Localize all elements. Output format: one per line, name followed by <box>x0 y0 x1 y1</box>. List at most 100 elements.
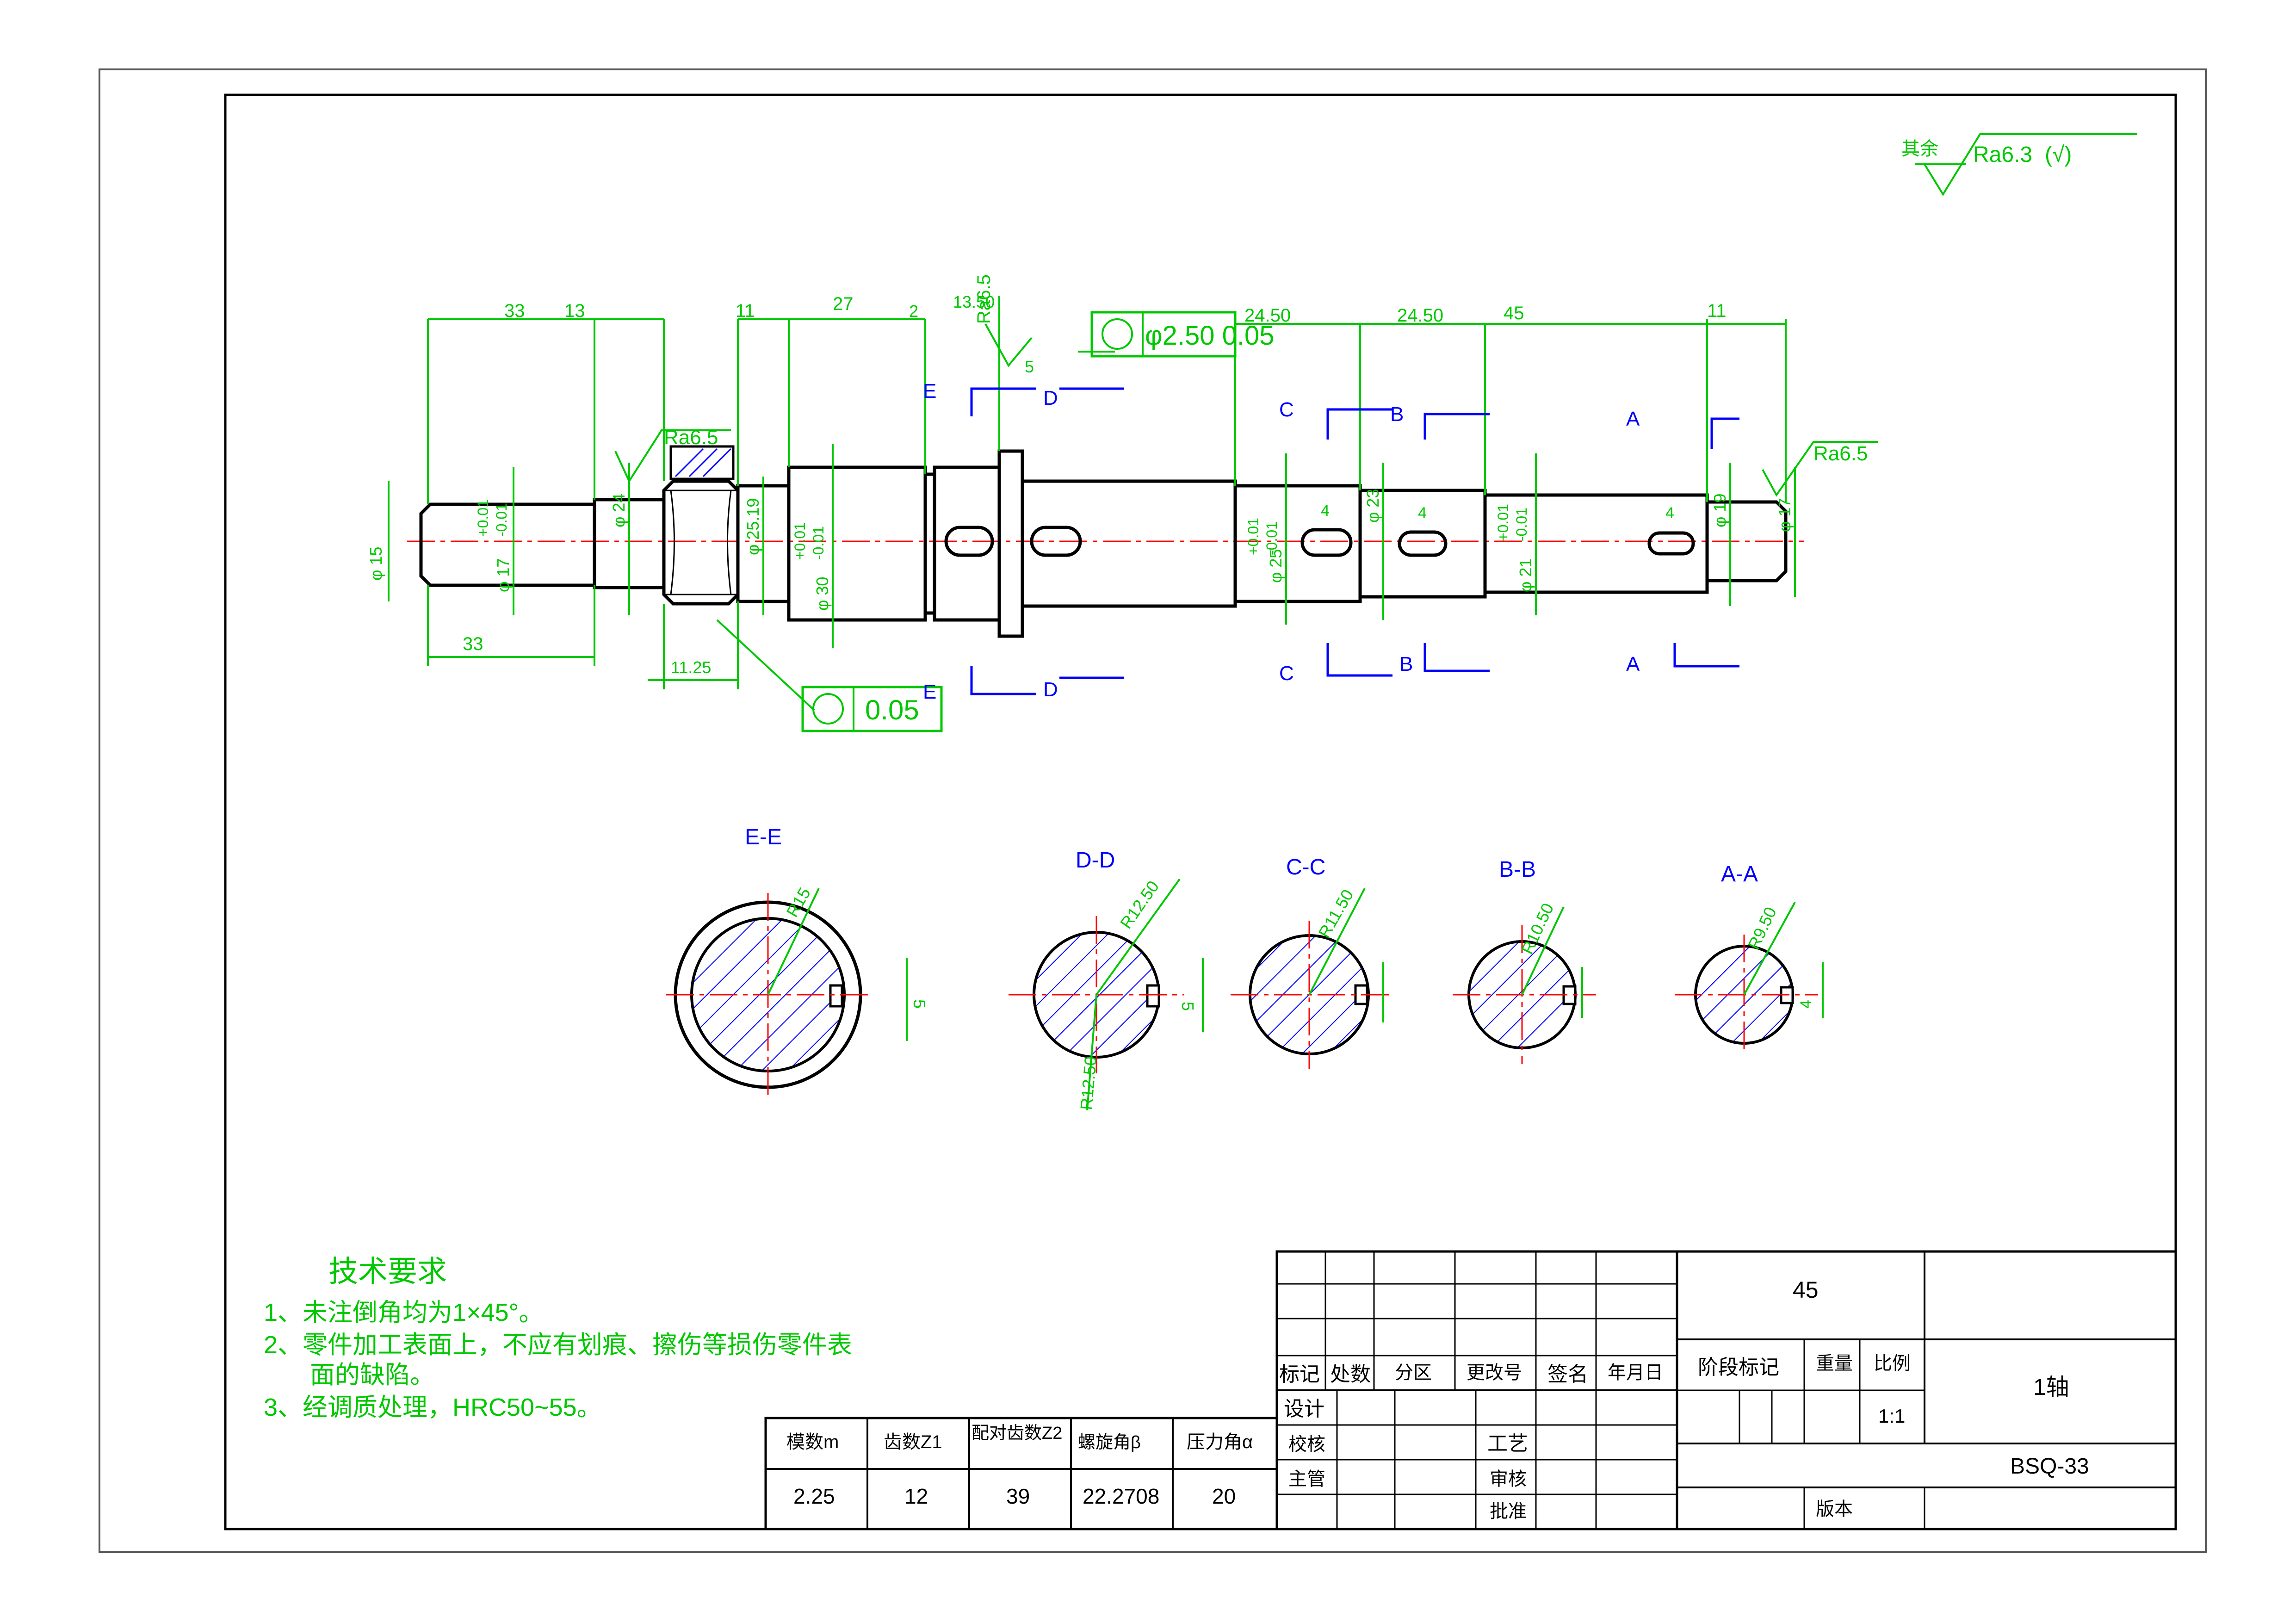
dia-8: φ 19 <box>1710 494 1729 527</box>
mark-b-top: B <box>1390 403 1404 426</box>
tol-minus-4: -0.01 <box>1513 508 1530 541</box>
tb-date: 年月日 <box>1608 1363 1663 1383</box>
tb-weight: 重量 <box>1816 1353 1853 1374</box>
section-c-c: C-C R11.50 <box>1231 855 1392 1069</box>
roughness-suffix: (√) <box>2045 142 2072 167</box>
section-d-d: D-D R12.50 R12.50 5 <box>1009 848 1204 1111</box>
mark-e-top: E <box>923 380 936 403</box>
dimension-lines <box>388 296 1878 711</box>
keyway-e <box>944 526 994 557</box>
title-block: 标记 处数 分区 更改号 签名 年月日 设计 校核 主管 工艺 审核 批准 45… <box>1275 1250 2177 1530</box>
shaft-end-right <box>1705 500 1788 582</box>
dim-top-6: 24.50 <box>1244 305 1291 326</box>
tb-drawing-no: BSQ-33 <box>2010 1454 2089 1479</box>
tech-requirements: 技术要求 1、未注倒角均为1×45°。 2、零件加工表面上，不应有划痕、擦伤等损… <box>264 1255 852 1421</box>
dim-top-3: 27 <box>833 294 854 314</box>
section-title-d: D-D <box>1076 848 1115 873</box>
tb-chief: 主管 <box>1288 1469 1325 1489</box>
dim-top-7: 24.50 <box>1397 305 1443 326</box>
tb-check: 校核 <box>1288 1434 1325 1455</box>
tech-item-3: 3、经调质处理，HRC50~55。 <box>264 1394 602 1421</box>
dia-6: φ 23 <box>1363 489 1382 523</box>
dim-top-1: 13 <box>564 301 585 321</box>
geo-tolerance-top: φ2.50 0.05 <box>1090 311 1275 358</box>
dim-small-5: 5 <box>1025 357 1034 376</box>
tech-item-2: 2、零件加工表面上，不应有划痕、擦伤等损伤零件表 <box>264 1331 852 1359</box>
mark-a-bottom: A <box>1626 653 1640 675</box>
shaft-step-a <box>933 465 1001 622</box>
section-title-c: C-C <box>1286 855 1325 880</box>
tb-change-no: 更改号 <box>1467 1363 1522 1383</box>
gear-header-pressure: 压力角α <box>1187 1432 1253 1452</box>
section-key-e: 5 <box>910 999 929 1009</box>
ra-right: Ra6.5 <box>1813 442 1868 465</box>
section-a-a: A-A R9.50 4 <box>1675 862 1824 1055</box>
tol-minus-1: -0.01 <box>493 503 510 537</box>
section-title-e: E-E <box>745 825 782 849</box>
geo-bottom-value: 0.05 <box>865 694 919 725</box>
general-roughness-mark: 其余 Ra6.3 (√) <box>1901 133 2137 196</box>
tb-material: 45 <box>1793 1277 1819 1303</box>
tb-stage-mark: 阶段标记 <box>1698 1356 1779 1379</box>
dim-top-5: 13.50 <box>953 292 995 311</box>
keyway-a <box>1647 531 1695 556</box>
section-cut-markers: E E D D C C B B A A <box>923 380 1739 703</box>
tech-item-2b: 面的缺陷。 <box>310 1361 435 1389</box>
gear-header-mate: 配对齿数Z2 <box>972 1424 1062 1443</box>
geo-top-value: φ2.50 0.05 <box>1145 321 1275 351</box>
dia-4: φ 30 <box>813 577 832 611</box>
dia-3: φ 25.19 <box>743 498 762 555</box>
keyway-width-1: 4 <box>1418 504 1427 522</box>
gear-header-module: 模数m <box>786 1432 839 1452</box>
tol-plus-4: +0.01 <box>1495 504 1511 541</box>
ra-left: Ra6.5 <box>664 426 718 449</box>
section-e-e: E-E R15 5 <box>666 825 929 1096</box>
dim-lower-1: 11.25 <box>671 658 711 677</box>
dim-top-4: 2 <box>909 302 918 321</box>
tb-scale: 1:1 <box>1878 1405 1905 1427</box>
keyway-b <box>1398 530 1448 557</box>
gear-hatch <box>675 448 732 477</box>
section-title-a: A-A <box>1721 862 1758 886</box>
gear-hatch-box <box>669 445 735 480</box>
section-radius-e: R15 <box>782 884 814 920</box>
tech-item-1: 1、未注倒角均为1×45°。 <box>264 1299 544 1326</box>
mark-c-bottom: C <box>1279 662 1294 685</box>
tb-part-name: 1轴 <box>2033 1374 2069 1400</box>
dia-5: φ 25 <box>1266 549 1285 583</box>
dia-7: φ 21 <box>1516 558 1535 592</box>
pinion-gear <box>662 479 740 606</box>
tol-plus-1: +0.01 <box>475 499 491 537</box>
tb-review: 审核 <box>1490 1469 1527 1489</box>
gear-table: 模数m 齿数Z1 配对齿数Z2 螺旋角β 压力角α 2.25 12 39 22.… <box>764 1417 1278 1530</box>
ra-top: Ra6.5 <box>974 274 994 324</box>
gear-value-helix: 22.2708 <box>1083 1484 1159 1508</box>
section-key-a: 4 <box>1797 1000 1815 1009</box>
gear-header-teeth: 齿数Z1 <box>884 1432 942 1452</box>
roughness-prefix: 其余 <box>1901 139 1938 159</box>
tol-plus-3: +0.01 <box>1245 518 1262 555</box>
section-key-d: 5 <box>1178 1002 1197 1011</box>
dimension-texts: 33 13 11 27 2 13.50 24.50 24.50 45 11 33… <box>366 274 1868 677</box>
mark-b-bottom: B <box>1399 653 1413 675</box>
section-radius-d: R12.50 <box>1116 877 1163 932</box>
section-extra-d: R12.50 <box>1077 1055 1100 1110</box>
dia-2: φ 24 <box>609 494 628 527</box>
dim-top-2: 11 <box>736 301 755 321</box>
mark-d-top: D <box>1043 387 1058 409</box>
section-radius-a: R9.50 <box>1744 904 1780 952</box>
gear-value-pressure: 20 <box>1212 1484 1236 1508</box>
dim-top-9: 11 <box>1707 301 1727 321</box>
shaft-long-section <box>1021 479 1237 608</box>
shaft-collar <box>997 449 1024 638</box>
keyway-width-2: 4 <box>1665 504 1674 522</box>
gear-header-helix: 螺旋角β <box>1078 1433 1141 1452</box>
dim-top-8: 45 <box>1504 303 1524 323</box>
shaft-main-view <box>407 445 1804 638</box>
tb-craft: 工艺 <box>1487 1432 1528 1455</box>
tb-version: 版本 <box>1816 1499 1853 1519</box>
keyway-d <box>1030 526 1082 557</box>
tb-approve: 批准 <box>1490 1501 1527 1522</box>
geo-tolerance-bottom: 0.05 <box>801 686 943 732</box>
